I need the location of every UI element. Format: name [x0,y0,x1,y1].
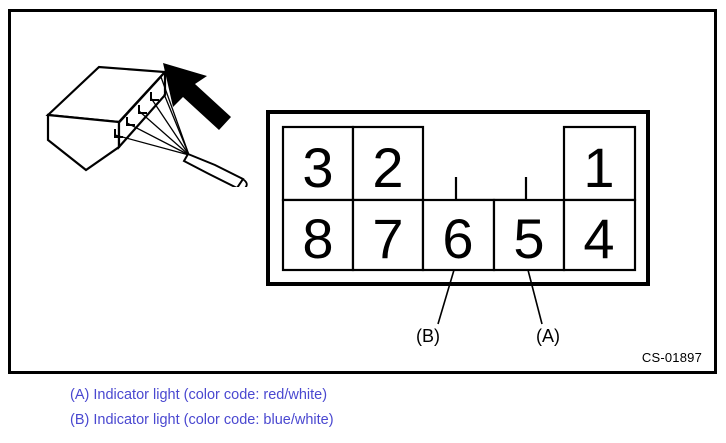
pin-number-5: 5 [513,207,544,270]
connector-pin-diagram: 3 2 1 8 7 6 5 4 (B) (A) [251,92,671,352]
pin-cell-6 [421,198,496,272]
arrow-up-left-icon [163,63,231,130]
figure-border: 3 2 1 8 7 6 5 4 (B) (A) CS-01897 [8,9,717,374]
pin-number-4: 4 [583,207,614,270]
pin-cell-5 [492,198,566,272]
test-probe-icon [182,152,249,198]
figure-code: CS-01897 [641,350,702,365]
callout-label-a: (A) [536,326,560,346]
caption-line-a: (A) Indicator light (color code: red/whi… [70,387,328,403]
probe-cable-curl [240,177,249,198]
connector-probe-illustration [31,37,261,198]
pin-number-1: 1 [583,136,614,199]
callout-label-b: (B) [416,326,440,346]
figure-captions: (A) Indicator light (color code: red/whi… [70,383,690,433]
pin-cell-4 [562,198,637,272]
pin-cell-8 [281,198,355,272]
pin-number-7: 7 [372,207,403,270]
pin-number-3: 3 [302,136,333,199]
pin-cell-2 [351,125,425,202]
pin-cell-1 [562,125,637,202]
pin-number-8: 8 [302,207,333,270]
callout-leader-b [437,269,455,325]
wire-converging-lines [114,76,190,156]
illustration-svg [45,63,249,198]
pin-number-6: 6 [442,207,473,270]
pin-diagram-svg: 3 2 1 8 7 6 5 4 (B) (A) [266,110,650,346]
caption-line-b: (B) Indicator light (color code: blue/wh… [70,412,334,428]
pin-number-2: 2 [372,136,403,199]
callout-leader-a [527,269,543,325]
connector-inner-edge [118,76,162,124]
locking-tab-notch [454,177,528,202]
connector-front-face [46,113,121,172]
pin-cell-7 [351,198,425,272]
